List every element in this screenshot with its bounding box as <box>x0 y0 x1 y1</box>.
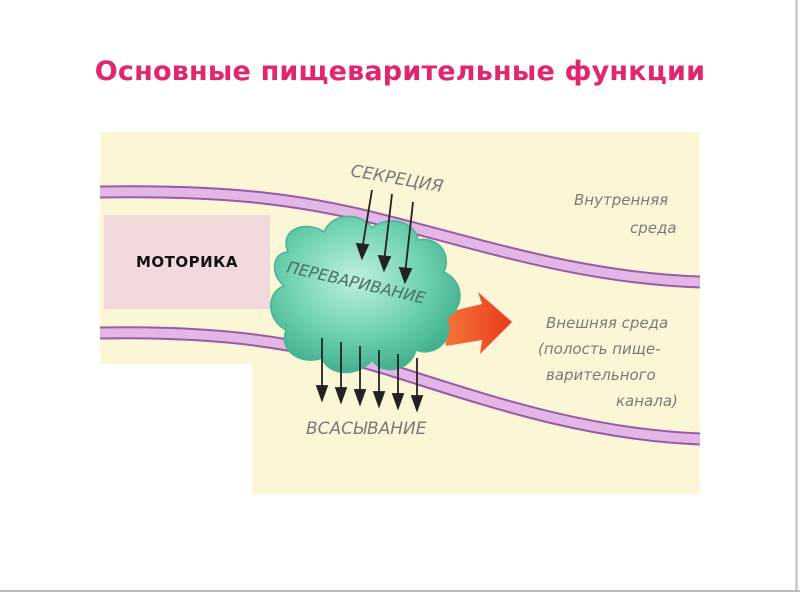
outer-env-line2: (полость пище- <box>538 340 661 358</box>
blank-corner <box>100 364 252 494</box>
flow-arrow <box>440 292 512 354</box>
secretion-arrows <box>355 189 414 285</box>
outer-env-line3: варительного <box>546 366 656 384</box>
digestion-cloud <box>270 215 461 374</box>
absorption-arrows <box>315 338 424 413</box>
outer-env-line4: канала) <box>616 392 678 410</box>
motility-label: МОТОРИКА <box>135 253 239 271</box>
outer-env-line1: Внешняя среда <box>546 314 668 332</box>
inner-env-line2: среда <box>630 219 677 237</box>
absorption-label: ВСАСЫВАНИЕ <box>306 419 427 439</box>
digestion-diagram: СЕКРЕЦИЯ ПЕРЕВАРИВАНИЕ ВСАСЫВАНИЕ Внутре… <box>100 132 700 494</box>
inner-env-line1: Внутренняя <box>574 191 668 209</box>
motility-box: МОТОРИКА <box>104 215 270 309</box>
slide-bottom-border <box>0 590 800 592</box>
diagram-canvas: СЕКРЕЦИЯ ПЕРЕВАРИВАНИЕ ВСАСЫВАНИЕ Внутре… <box>100 132 700 494</box>
slide-title: Основные пищеварительные функции <box>94 56 706 87</box>
slide-right-border <box>795 0 798 592</box>
